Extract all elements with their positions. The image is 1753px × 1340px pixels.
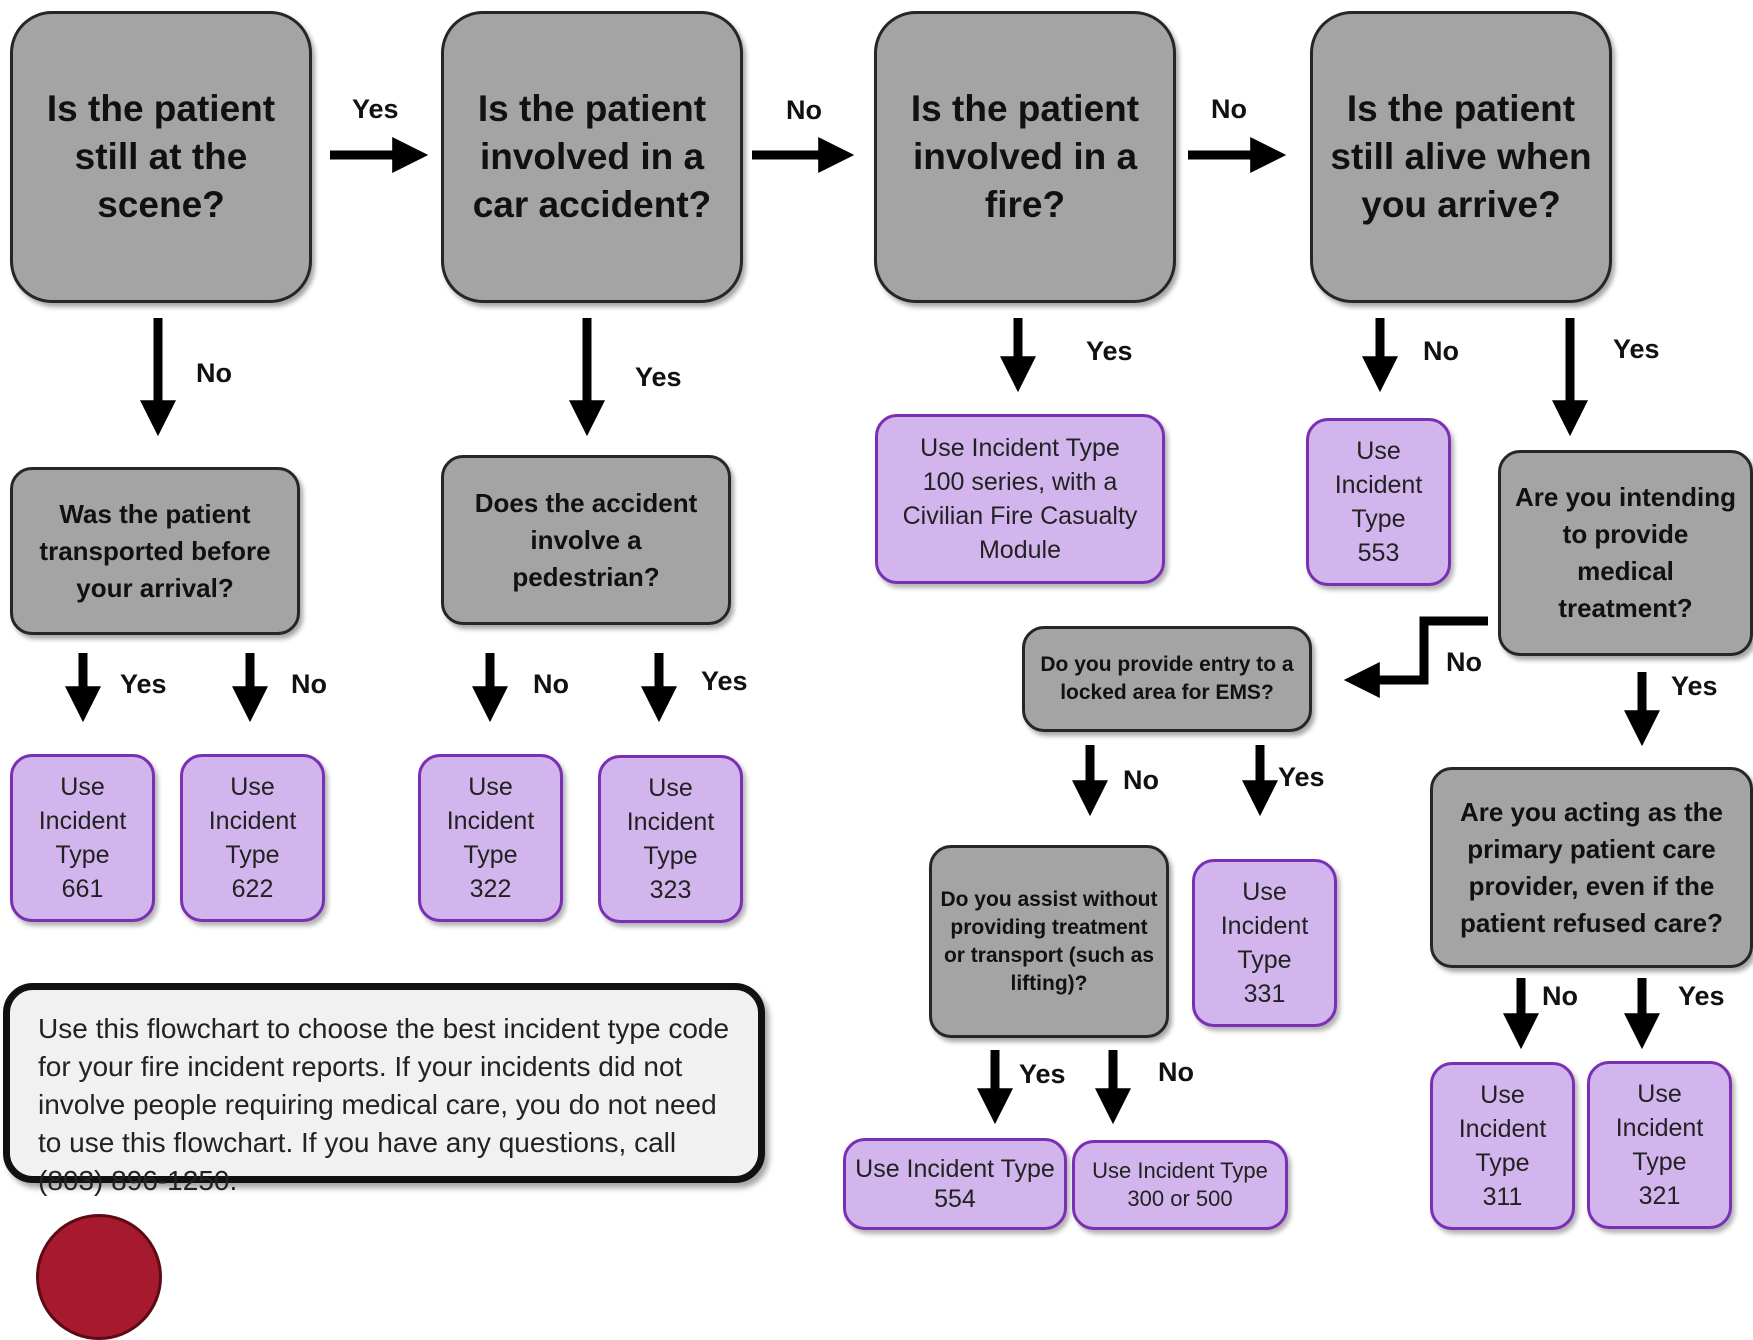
arrow-q7-q8 xyxy=(1343,616,1488,698)
question-still-at-scene: Is the patient still at the scene? xyxy=(10,11,312,303)
result-text: Use Incident Type 322 xyxy=(446,773,535,903)
edge-label-yes: Yes xyxy=(635,362,682,392)
question-text: Do you assist without providing treatmen… xyxy=(940,887,1158,995)
edge-label-yes: Yes xyxy=(1613,334,1660,364)
edge-label-yes: Yes xyxy=(1278,762,1325,792)
edge-label-no: No xyxy=(1123,765,1159,795)
instruction-text: Use this flowchart to choose the best in… xyxy=(38,1013,730,1196)
edge-label-no: No xyxy=(1542,981,1578,1011)
edge-label-no: No xyxy=(1158,1057,1194,1087)
question-car-accident: Is the patient involved in a car acciden… xyxy=(441,11,743,303)
result-type-661: Use Incident Type 661 xyxy=(10,754,155,922)
question-assist-lifting: Do you assist without providing treatmen… xyxy=(929,845,1169,1038)
question-still-alive: Is the patient still alive when you arri… xyxy=(1310,11,1612,303)
result-text: Use Incident Type 331 xyxy=(1220,878,1309,1008)
question-transported-before-arrival: Was the patient transported before your … xyxy=(10,467,300,635)
edge-label-yes: Yes xyxy=(1678,981,1725,1011)
result-text: Use Incident Type 300 or 500 xyxy=(1092,1158,1268,1211)
result-type-322: Use Incident Type 322 xyxy=(418,754,563,922)
edge-label-yes: Yes xyxy=(352,94,399,124)
result-type-331: Use Incident Type 331 xyxy=(1192,859,1337,1027)
seal-logo xyxy=(36,1214,162,1340)
question-locked-area-entry: Do you provide entry to a locked area fo… xyxy=(1022,626,1312,732)
question-pedestrian: Does the accident involve a pedestrian? xyxy=(441,455,731,625)
question-medical-treatment: Are you intending to provide medical tre… xyxy=(1498,450,1753,656)
edge-label-yes: Yes xyxy=(120,669,167,699)
edge-label-no: No xyxy=(1211,94,1247,124)
edge-label-no: No xyxy=(1423,336,1459,366)
edge-label-yes: Yes xyxy=(1086,336,1133,366)
edge-label-no: No xyxy=(533,669,569,699)
question-text: Does the accident involve a pedestrian? xyxy=(474,487,698,592)
result-text: Use Incident Type 100 series, with a Civ… xyxy=(902,434,1138,564)
result-text: Use Incident Type 554 xyxy=(855,1155,1055,1213)
result-type-311: Use Incident Type 311 xyxy=(1430,1062,1575,1230)
result-type-553: Use Incident Type 553 xyxy=(1306,418,1451,586)
question-text: Are you acting as the primary patient ca… xyxy=(1460,796,1723,938)
instruction-note: Use this flowchart to choose the best in… xyxy=(3,983,765,1196)
result-type-622: Use Incident Type 622 xyxy=(180,754,325,922)
edge-label-yes: Yes xyxy=(1671,671,1718,701)
result-type-323: Use Incident Type 323 xyxy=(598,755,743,923)
result-text: Use Incident Type 311 xyxy=(1458,1081,1547,1211)
question-text: Do you provide entry to a locked area fo… xyxy=(1040,653,1294,704)
edge-label-yes: Yes xyxy=(701,666,748,696)
result-text: Use Incident Type 661 xyxy=(38,773,127,903)
result-type-321: Use Incident Type 321 xyxy=(1587,1061,1732,1229)
edge-label-no: No xyxy=(1446,647,1482,677)
result-text: Use Incident Type 323 xyxy=(626,774,715,904)
question-text: Is the patient involved in a car acciden… xyxy=(472,88,712,225)
edge-label-no: No xyxy=(196,358,232,388)
question-text: Was the patient transported before your … xyxy=(39,498,271,603)
question-text: Is the patient still at the scene? xyxy=(46,88,276,225)
result-text: Use Incident Type 622 xyxy=(208,773,297,903)
question-text: Are you intending to provide medical tre… xyxy=(1515,482,1736,623)
flowchart-arrows xyxy=(65,137,1660,1125)
question-fire: Is the patient involved in a fire? xyxy=(874,11,1176,303)
edge-label-yes: Yes xyxy=(1019,1059,1066,1089)
question-text: Is the patient involved in a fire? xyxy=(910,88,1140,225)
edge-label-no: No xyxy=(291,669,327,699)
result-type-554: Use Incident Type 554 xyxy=(843,1138,1067,1230)
question-text: Is the patient still alive when you arri… xyxy=(1330,88,1592,225)
result-text: Use Incident Type 553 xyxy=(1334,437,1423,567)
result-text: Use Incident Type 321 xyxy=(1615,1080,1704,1210)
result-type-300-500: Use Incident Type 300 or 500 xyxy=(1072,1140,1288,1230)
question-primary-care-provider: Are you acting as the primary patient ca… xyxy=(1430,767,1753,968)
result-type-100-series: Use Incident Type 100 series, with a Civ… xyxy=(875,414,1165,584)
edge-label-no: No xyxy=(786,95,822,125)
